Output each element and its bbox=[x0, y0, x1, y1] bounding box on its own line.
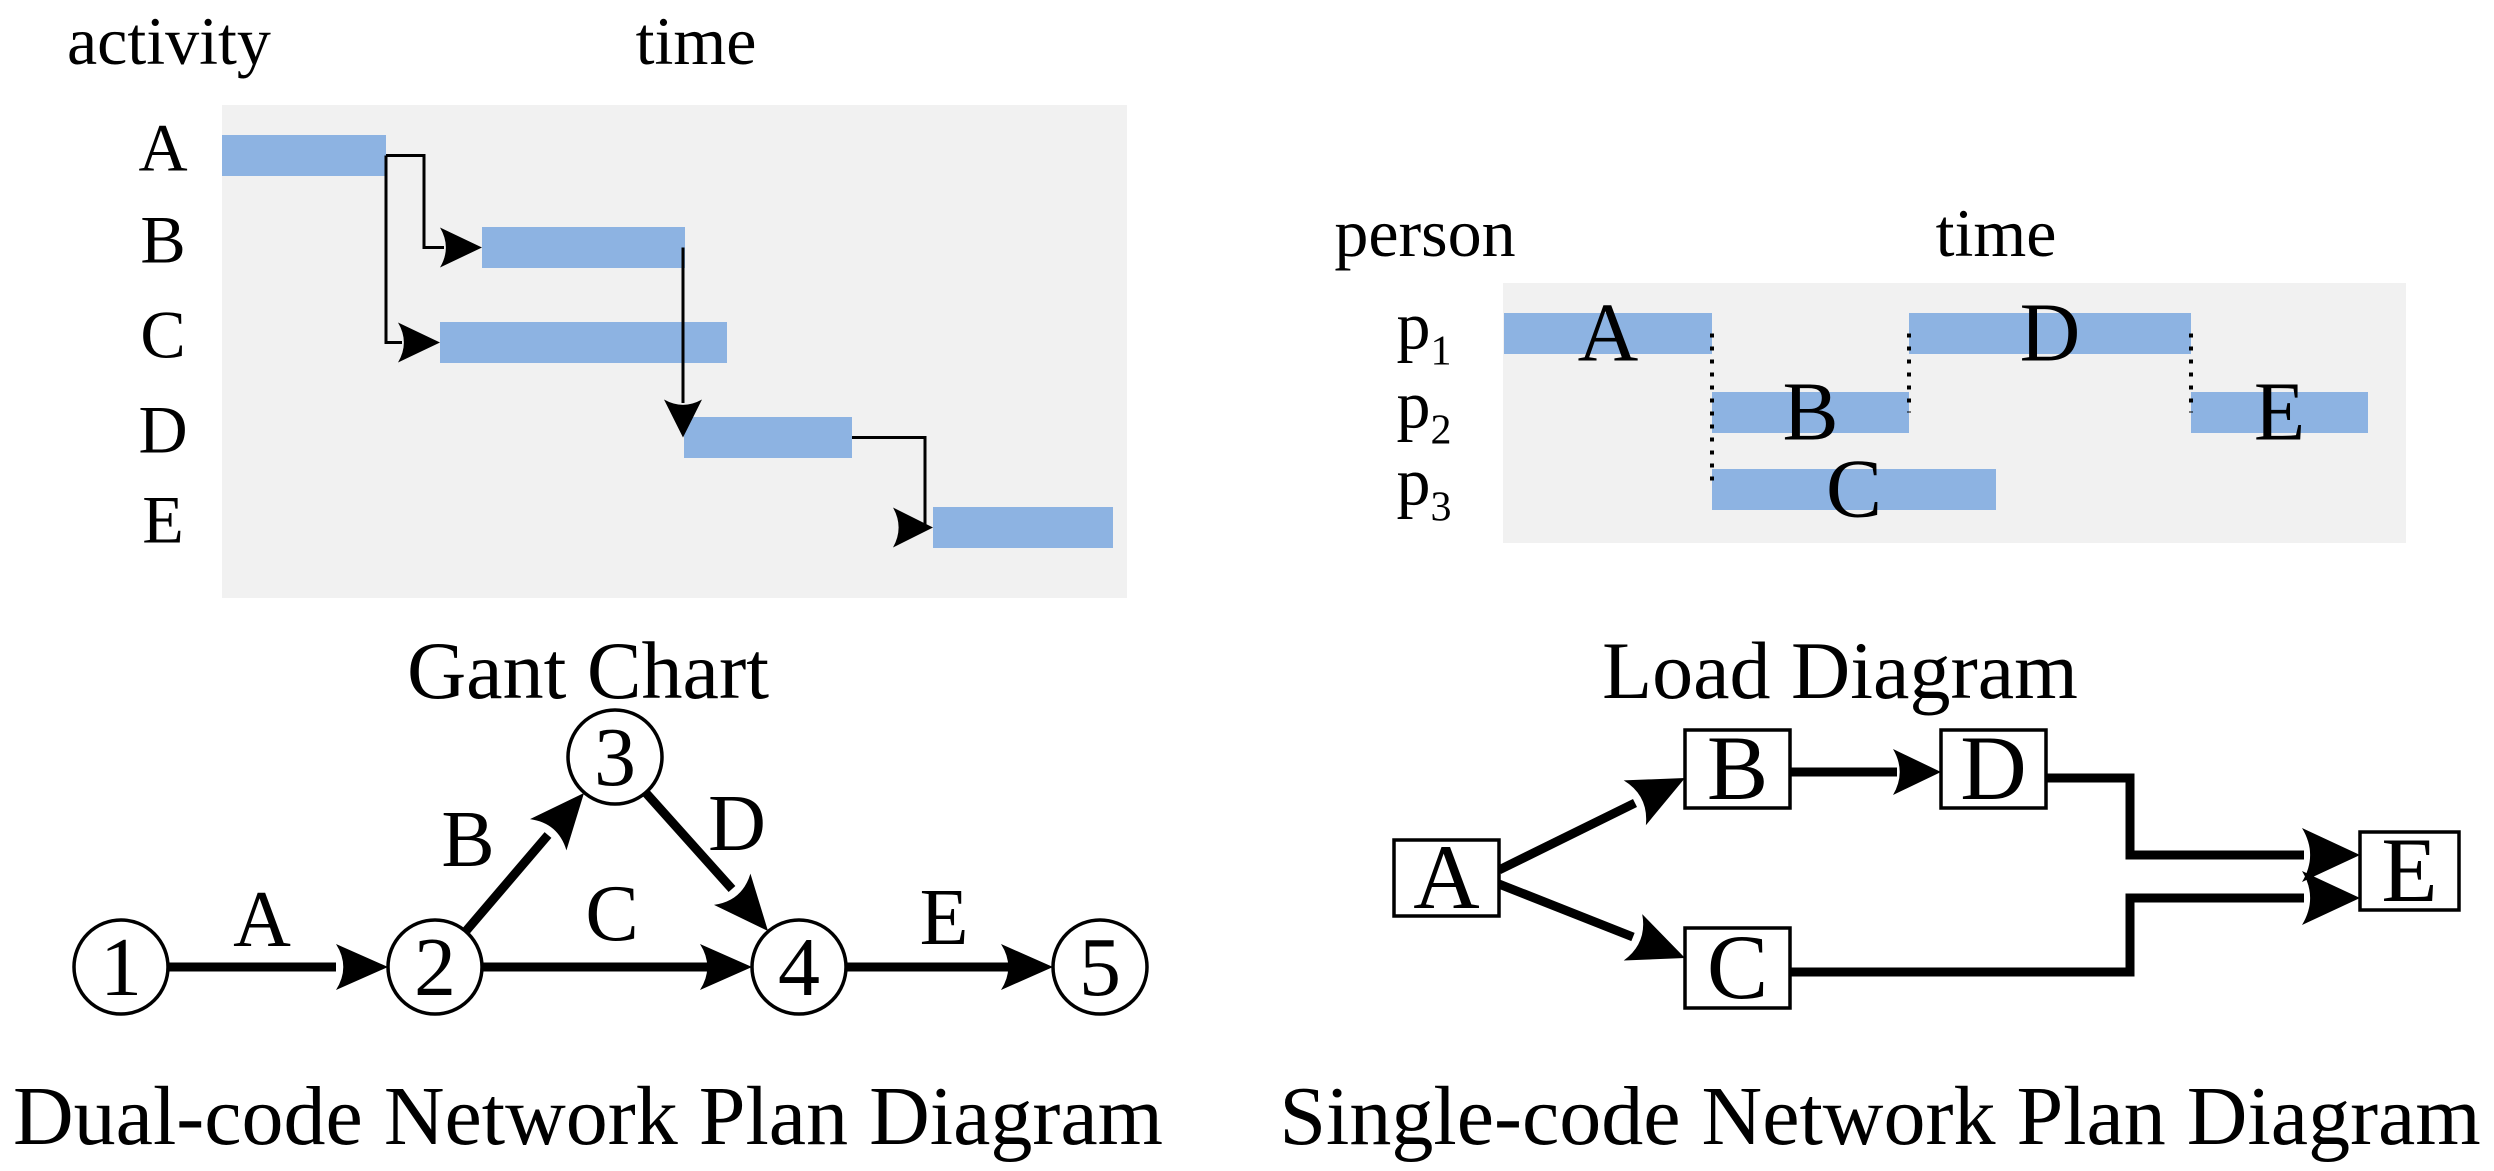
load-row-label-p1: p1 bbox=[1397, 288, 1452, 375]
single-node-label-B: B bbox=[1707, 717, 1768, 819]
dual-edge-2-4-arrowhead bbox=[700, 944, 752, 990]
load-row-label-p3: p3 bbox=[1397, 444, 1452, 531]
dual-edge-label-D: D bbox=[708, 780, 766, 868]
single-edge-D-E-line bbox=[2046, 773, 2304, 860]
single-edge-C-E-arrowhead bbox=[2302, 871, 2360, 925]
single-node-C bbox=[1683, 926, 1792, 1010]
load-bar-label-C: C bbox=[1826, 443, 1882, 536]
gantt-row-label-B: B bbox=[140, 202, 185, 278]
dual-edge-label-C: C bbox=[585, 870, 638, 958]
gantt-bar-E bbox=[933, 507, 1113, 548]
dependency-A-to-B-line bbox=[386, 154, 444, 249]
single-node-A bbox=[1392, 838, 1501, 918]
dual-edge-label-B: B bbox=[441, 796, 494, 884]
dual-node-label-3: 3 bbox=[594, 711, 636, 804]
dual-node-1 bbox=[72, 918, 170, 1016]
dual-code-network: A B DC E 1 2 3 4 5 Dual-code Network Plan Diagra… bbox=[13, 708, 1163, 1163]
dual-edge-label-E: E bbox=[920, 874, 969, 962]
dependency-A-to-B-arrowhead bbox=[440, 227, 482, 268]
gantt-y-axis-label: activity bbox=[67, 3, 271, 79]
dual-node-3 bbox=[566, 708, 664, 806]
single-node-B bbox=[1683, 728, 1792, 810]
dual-network-body: A B DC E 1 2 3 4 5 bbox=[72, 708, 1149, 1016]
single-edge-C-E-line bbox=[1790, 893, 2304, 977]
load-bar-E bbox=[2191, 392, 2368, 433]
single-edge-B-D-arrowhead bbox=[1893, 749, 1941, 795]
load-row-label-p2: p2 bbox=[1397, 367, 1452, 454]
dual-node-label-5: 5 bbox=[1079, 921, 1121, 1014]
load-bar-C bbox=[1712, 469, 1996, 510]
dual-node-4 bbox=[750, 918, 848, 1016]
dual-edge-4-5-arrowhead bbox=[1001, 944, 1053, 990]
load-bar-A bbox=[1504, 313, 1712, 354]
single-edge-A-B-line bbox=[1497, 798, 1637, 875]
gantt-bar-C bbox=[440, 322, 727, 363]
gantt-x-axis-label: time bbox=[636, 3, 757, 79]
load-title: Load Diagram bbox=[1602, 625, 2078, 716]
gantt-bar-B bbox=[482, 227, 685, 268]
single-node-E bbox=[2358, 830, 2461, 912]
dual-node-2 bbox=[386, 918, 484, 1016]
load-bar-label-E: E bbox=[2254, 366, 2305, 459]
dual-node-label-2: 2 bbox=[414, 921, 456, 1014]
dual-node-label-4: 4 bbox=[778, 921, 820, 1014]
load-bar-label-A: A bbox=[1578, 287, 1639, 380]
load-bar-label-D: D bbox=[2020, 287, 2081, 380]
single-node-label-C: C bbox=[1707, 916, 1768, 1018]
gantt-row-label-E: E bbox=[142, 482, 184, 558]
single-node-label-A: A bbox=[1413, 826, 1479, 928]
single-edge-A-C-line bbox=[1497, 879, 1635, 942]
dependency-D-to-E-line bbox=[852, 436, 927, 528]
single-code-network: A BC D E Single-code Network Plan Diagram bbox=[1279, 717, 2480, 1163]
dependency-A-to-C-line bbox=[384, 155, 402, 344]
load-bar-label-B: B bbox=[1782, 366, 1838, 459]
dependency-A-to-C-arrowhead bbox=[398, 322, 440, 363]
load-bar-D bbox=[1909, 313, 2191, 354]
load-bar-B bbox=[1712, 392, 1909, 433]
dual-node-label-1: 1 bbox=[100, 921, 142, 1014]
single-network-body: A BC D E bbox=[1392, 717, 2461, 1018]
dual-edge-3-4-arrowhead bbox=[713, 873, 768, 931]
dependency-B-to-D-arrowhead bbox=[664, 399, 702, 438]
single-node-D bbox=[1939, 728, 2048, 810]
gantt-row-label-D: D bbox=[138, 392, 187, 468]
gantt-row-label-A: A bbox=[138, 110, 187, 186]
dual-edge-2-3-line bbox=[462, 832, 552, 934]
dual-edge-3-4-line bbox=[642, 789, 736, 893]
dual-node-5 bbox=[1051, 918, 1149, 1016]
dependency-D-to-E-arrowhead bbox=[893, 507, 933, 548]
gantt-row-label-C: C bbox=[140, 297, 185, 373]
gantt-title: Gant Chart bbox=[407, 625, 769, 716]
single-edge-A-C-arrowhead bbox=[1623, 914, 1685, 961]
dual-code-caption: Dual-code Network Plan Diagram bbox=[13, 1070, 1163, 1163]
gantt-bar-A bbox=[222, 135, 386, 176]
single-edge-D-E-arrowhead bbox=[2302, 828, 2360, 882]
load-y-axis-label: person bbox=[1334, 195, 1515, 271]
single-edge-A-B-arrowhead bbox=[1623, 778, 1685, 826]
dual-edge-label-A: A bbox=[233, 876, 291, 964]
single-node-label-D: D bbox=[1960, 717, 2026, 819]
dual-edge-2-3-arrowhead bbox=[529, 793, 584, 851]
load-x-axis-label: time bbox=[1936, 195, 2057, 271]
dual-edge-1-2-arrowhead bbox=[336, 944, 388, 990]
single-code-caption: Single-code Network Plan Diagram bbox=[1279, 1070, 2480, 1163]
gantt-bar-D bbox=[684, 417, 852, 458]
single-node-label-E: E bbox=[2381, 819, 2437, 921]
